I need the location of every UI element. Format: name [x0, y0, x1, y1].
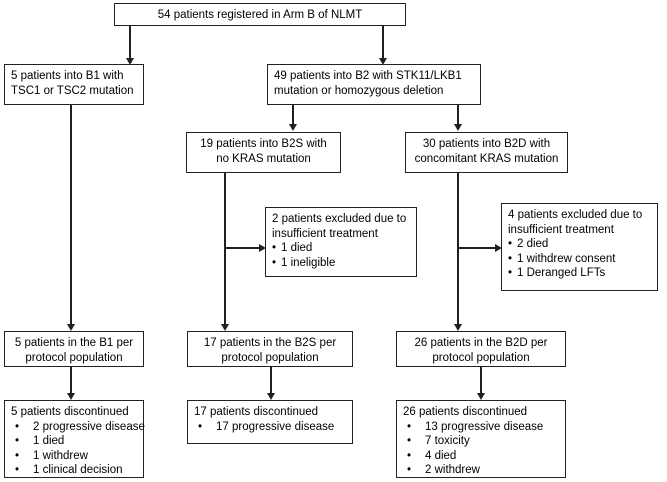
- arrow-b2d-to-b2dpp: [453, 324, 462, 331]
- list-item: 1 clinical decision: [11, 463, 137, 478]
- arrow-b2-to-b2d: [453, 124, 462, 131]
- node-b2s-discontinued-header: 17 patients discontinued: [194, 406, 319, 418]
- connector-b2s-to-exclusion-horizontal: [224, 247, 262, 249]
- arrow-b2s-to-b2spp: [220, 324, 229, 331]
- arrow-registered-to-b1: [125, 58, 134, 65]
- node-b2d-excluded: 4 patients excluded due to insufficient …: [501, 203, 658, 291]
- node-b2s-per-protocol: 17 patients in the B2S per protocol popu…: [187, 331, 353, 367]
- node-b2s-per-protocol-line1: 17 patients in the B2S per: [203, 337, 337, 349]
- node-b2: 49 patients into B2 with STK11/LKB1 muta…: [267, 64, 481, 105]
- arrow-b2spp-to-b2sdisc: [266, 393, 275, 400]
- arrow-b2d-to-exclusion: [495, 243, 502, 252]
- node-b2d-discontinued-bullets: 13 progressive disease 7 toxicity 4 died…: [403, 420, 559, 478]
- node-b2d-excluded-line2: insufficient treatment: [508, 223, 614, 236]
- list-item: 2 died: [508, 237, 651, 252]
- node-b2d: 30 patients into B2D with concomitant KR…: [405, 132, 568, 173]
- connector-b2spp-to-b2sdisc-vertical: [270, 366, 272, 396]
- node-b2d-excluded-bullets: 2 died 1 withdrew consent 1 Deranged LFT…: [508, 237, 651, 281]
- arrow-b2s-to-exclusion: [259, 243, 266, 252]
- node-registered-text: 54 patients registered in Arm B of NLMT: [157, 9, 363, 21]
- node-b1-discontinued-header: 5 patients discontinued: [11, 406, 129, 418]
- node-b2d-discontinued: 26 patients discontinued 13 progressive …: [396, 400, 566, 478]
- node-b1-per-protocol-line2: protocol population: [25, 351, 123, 364]
- node-b2d-line1: 30 patients into B2D with: [422, 138, 551, 150]
- connector-b2s-to-b2spp-vertical: [224, 172, 226, 326]
- connector-b2-to-b2s-vertical: [292, 104, 294, 126]
- node-b2s-excluded: 2 patients excluded due to insufficient …: [265, 207, 417, 277]
- connector-registered-to-b2-vertical: [382, 25, 384, 61]
- node-b2d-excluded-line1: 4 patients excluded due to: [508, 209, 643, 221]
- node-b2d-line2: concomitant KRAS mutation: [414, 152, 559, 165]
- node-b2s-discontinued-bullets: 17 progressive disease: [194, 420, 346, 435]
- node-b2s-excluded-bullets: 1 died 1 ineligible: [272, 241, 410, 270]
- node-b1-per-protocol-line1: 5 patients in the B1 per: [14, 337, 134, 349]
- node-b2s-excluded-line1: 2 patients excluded due to: [272, 213, 407, 225]
- connector-b2dpp-to-b2ddisc-vertical: [480, 366, 482, 396]
- node-b2s: 19 patients into B2S with no KRAS mutati…: [186, 132, 341, 173]
- list-item: 1 died: [11, 434, 137, 449]
- node-b1-discontinued-bullets: 2 progressive disease 1 died 1 withdrew …: [11, 420, 145, 478]
- list-item: 1 withdrew: [11, 449, 137, 464]
- list-item: 4 died: [403, 449, 559, 464]
- arrow-b2dpp-to-b2ddisc: [476, 393, 485, 400]
- node-b1: 5 patients into B1 with TSC1 or TSC2 mut…: [4, 64, 144, 105]
- node-b2s-line2: no KRAS mutation: [216, 152, 311, 165]
- list-item: 1 died: [272, 241, 410, 256]
- arrow-b1pp-to-b1disc: [66, 393, 75, 400]
- list-item: 1 ineligible: [272, 256, 410, 271]
- node-b2s-per-protocol-line2: protocol population: [221, 351, 319, 364]
- list-item: 1 Deranged LFTs: [508, 266, 651, 281]
- connector-b1-to-b1pp-vertical: [70, 104, 72, 326]
- connector-registered-to-b1-vertical: [129, 25, 131, 61]
- node-registered: 54 patients registered in Arm B of NLMT: [114, 3, 406, 26]
- node-b1-per-protocol: 5 patients in the B1 per protocol popula…: [4, 331, 144, 367]
- node-b1-line1: 5 patients into B1 with: [11, 70, 124, 82]
- node-b1-line2: TSC1 or TSC2 mutation: [11, 84, 134, 97]
- node-b2d-per-protocol-line2: protocol population: [432, 351, 530, 364]
- list-item: 7 toxicity: [403, 434, 559, 449]
- list-item: 1 withdrew consent: [508, 252, 651, 267]
- node-b2d-per-protocol-line1: 26 patients in the B2D per: [414, 337, 548, 349]
- node-b2-line2: mutation or homozygous deletion: [274, 84, 444, 97]
- connector-b2d-to-exclusion-horizontal: [457, 247, 498, 249]
- node-b1-discontinued: 5 patients discontinued 2 progressive di…: [4, 400, 145, 478]
- arrow-b1-to-b1pp: [66, 324, 75, 331]
- node-b2s-discontinued: 17 patients discontinued 17 progressive …: [187, 400, 353, 444]
- node-b2-line1: 49 patients into B2 with STK11/LKB1: [274, 70, 462, 82]
- connector-b2-to-b2d-vertical: [457, 104, 459, 126]
- arrow-b2-to-b2s: [288, 124, 297, 131]
- node-b2s-excluded-line2: insufficient treatment: [272, 227, 378, 240]
- node-b2d-discontinued-header: 26 patients discontinued: [403, 406, 528, 418]
- list-item: 13 progressive disease: [403, 420, 559, 435]
- node-b2s-line1: 19 patients into B2S with: [200, 138, 327, 150]
- arrow-registered-to-b2: [378, 58, 387, 65]
- list-item: 17 progressive disease: [194, 420, 346, 435]
- list-item: 2 progressive disease: [11, 420, 145, 435]
- connector-b2d-to-b2dpp-vertical: [457, 172, 459, 326]
- connector-b1pp-to-b1disc-vertical: [70, 366, 72, 396]
- list-item: 2 withdrew: [403, 463, 559, 478]
- node-b2d-per-protocol: 26 patients in the B2D per protocol popu…: [396, 331, 566, 367]
